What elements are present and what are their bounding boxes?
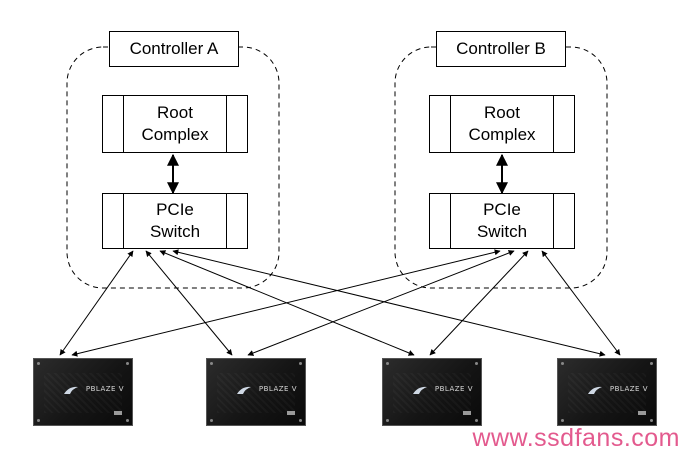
ssd-1: PBLAZE V <box>33 358 133 426</box>
watermark-text: www.ssdfans.com <box>472 424 680 452</box>
screw-icon <box>299 362 302 365</box>
controller-a-boundary <box>66 46 280 289</box>
pcie-switch-port-right <box>226 194 247 248</box>
ssd-brand-label: PBLAZE V <box>434 385 473 393</box>
pcie-switch-line-2: Switch <box>476 222 528 241</box>
pcie-switch-line-2: Switch <box>149 222 201 241</box>
bird-logo-icon <box>413 386 427 394</box>
bird-logo-icon <box>64 386 78 394</box>
ssd-chip <box>463 411 471 415</box>
pcie-switch-port-left <box>103 194 124 248</box>
screw-icon <box>650 362 653 365</box>
root-complex-port-right <box>553 96 574 152</box>
controller-b-label: Controller B <box>436 31 566 67</box>
controller-b-boundary <box>394 46 608 289</box>
screw-icon <box>475 362 478 365</box>
screw-icon <box>126 362 129 365</box>
screw-icon <box>210 362 213 365</box>
ssd-texture <box>44 373 122 413</box>
link-controller-a-switch-to-ssd-1 <box>59 250 134 356</box>
link-controller-b-switch-to-ssd-1 <box>71 249 501 357</box>
ssd-4: PBLAZE V <box>557 358 657 426</box>
root-complex-line-1: Root <box>484 103 520 122</box>
ssd-chip <box>287 411 295 415</box>
pcie-switch-line-1: PCIe <box>483 200 521 219</box>
screw-icon <box>386 419 389 422</box>
pcie-switch-port-right <box>553 194 574 248</box>
bird-logo-icon <box>237 386 251 394</box>
screw-icon <box>126 419 129 422</box>
screw-icon <box>475 419 478 422</box>
screw-icon <box>37 362 40 365</box>
pcie-switch-port-left <box>430 194 451 248</box>
root-complex-port-right <box>226 96 247 152</box>
bird-logo-icon <box>588 386 602 394</box>
ssd-2: PBLAZE V <box>206 358 306 426</box>
ssd-brand-label: PBLAZE V <box>85 385 124 393</box>
root-complex-line-2: Complex <box>141 125 209 144</box>
link-controller-a-switch-to-ssd-2 <box>145 250 233 356</box>
link-controller-a-switch-to-ssd-4 <box>172 249 606 357</box>
screw-icon <box>650 419 653 422</box>
ssd-texture <box>393 373 471 413</box>
ssd-3: PBLAZE V <box>382 358 482 426</box>
screw-icon <box>386 362 389 365</box>
root-complex-port-left <box>103 96 124 152</box>
controller-a-root-complex: Root Complex <box>102 95 248 153</box>
root-complex-line-1: Root <box>157 103 193 122</box>
root-complex-port-left <box>430 96 451 152</box>
controller-a-pcie-switch: PCIe Switch <box>102 193 248 249</box>
ssd-brand-label: PBLAZE V <box>609 385 648 393</box>
pcie-switch-line-1: PCIe <box>156 200 194 219</box>
screw-icon <box>37 419 40 422</box>
ssd-chip <box>638 411 646 415</box>
controller-a-label: Controller A <box>109 31 239 67</box>
screw-icon <box>561 362 564 365</box>
switch-to-ssd-links <box>59 249 621 357</box>
screw-icon <box>210 419 213 422</box>
ssd-texture <box>568 373 646 413</box>
root-complex-line-2: Complex <box>468 125 536 144</box>
controller-b-root-complex: Root Complex <box>429 95 575 153</box>
link-controller-b-switch-to-ssd-4 <box>541 250 621 356</box>
screw-icon <box>299 419 302 422</box>
ssd-chip <box>114 411 122 415</box>
ssd-texture <box>217 373 295 413</box>
controller-b-pcie-switch: PCIe Switch <box>429 193 575 249</box>
ssd-brand-label: PBLAZE V <box>258 385 297 393</box>
screw-icon <box>561 419 564 422</box>
link-controller-b-switch-to-ssd-3 <box>429 250 529 356</box>
